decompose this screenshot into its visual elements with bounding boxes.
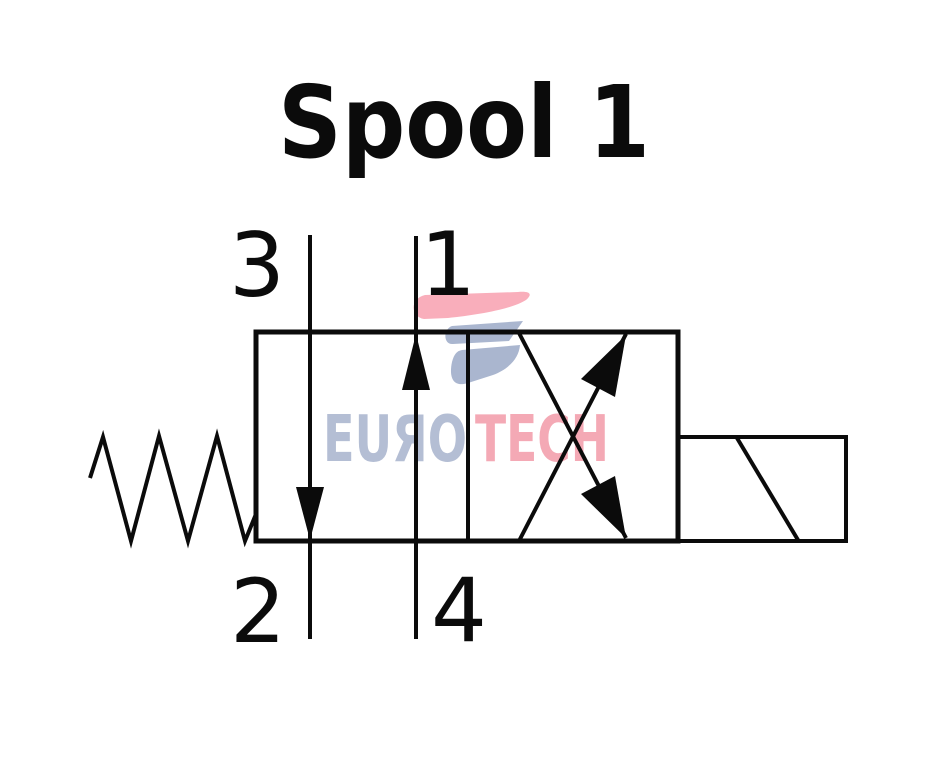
solenoid-box [676,435,848,543]
arrowhead-up-icon [402,334,430,390]
arrowhead-down-right-icon [581,476,626,538]
arrowhead-down-icon [296,487,324,540]
eurotech-emblem-swoosh-icon [413,291,530,319]
port-label-3: 3 [229,214,285,317]
watermark-text-euro: EUЯO [323,403,467,477]
port-label-2: 2 [230,560,286,663]
flow-arrowheads [296,334,626,540]
spring-symbol-icon [88,428,258,549]
valve-schematic-lines [88,235,848,639]
page-title: Spool 1 [278,64,650,181]
port-label-4: 4 [431,559,487,662]
port-label-1: 1 [420,213,476,316]
arrowhead-up-right-icon [581,335,626,397]
solenoid-diagonal [735,436,800,542]
